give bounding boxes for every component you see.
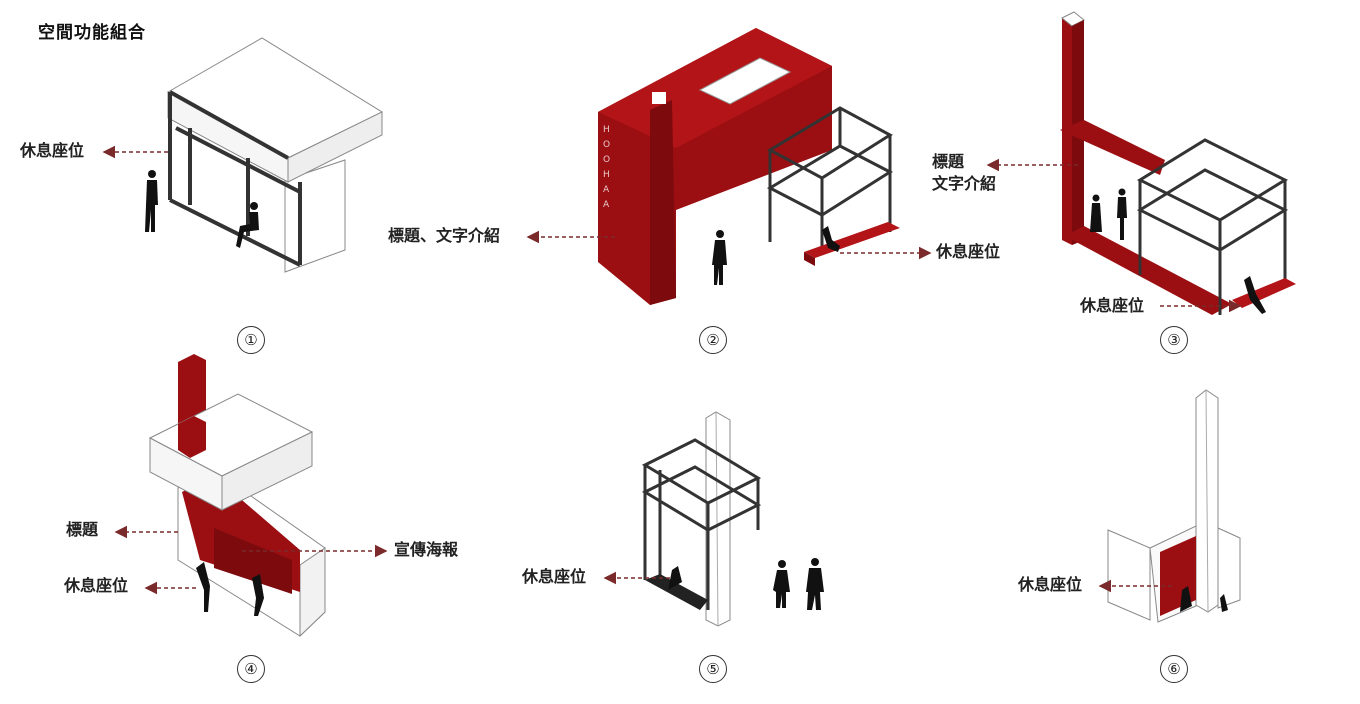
module-5	[641, 411, 824, 627]
module-3-floor	[1065, 226, 1232, 315]
module-1-frame	[168, 90, 302, 267]
module-2-skylight	[698, 57, 792, 105]
module-3-people	[1090, 188, 1266, 314]
diagram-number-5: ⑤	[699, 655, 727, 683]
module-6-left-wall	[1107, 529, 1151, 621]
diagram-number-4: ④	[237, 655, 265, 683]
module-5-people	[668, 558, 824, 610]
module-3-beam	[1060, 120, 1165, 175]
label-3-seat: 休息座位	[1080, 296, 1145, 315]
module-5-bench	[645, 574, 708, 610]
diagram-number-1: ①	[237, 326, 265, 354]
label-4-poster: 宣傳海報	[394, 540, 459, 559]
module-5-frame	[641, 438, 762, 610]
module-3-bench	[1232, 278, 1296, 308]
module-3-frame	[1136, 138, 1289, 315]
module-3	[1060, 11, 1296, 315]
module-4	[148, 354, 326, 638]
label-2-title: 標題、文字介紹	[388, 226, 501, 245]
label-4-title: 標題	[66, 520, 99, 539]
label-2-seat: 休息座位	[936, 242, 1001, 261]
label-6-seat: 休息座位	[1018, 575, 1083, 594]
label-3-title: 標題	[932, 152, 965, 171]
module-2-frame	[766, 106, 894, 255]
module-6	[1107, 389, 1241, 623]
module-2-cap	[652, 92, 666, 104]
module-2-bench	[804, 222, 900, 258]
label-3-text-intro: 文字介紹	[932, 174, 997, 193]
label-1-seat: 休息座位	[20, 141, 85, 160]
module-1	[145, 37, 384, 273]
page-title: 空間功能組合	[38, 23, 146, 43]
module-4-poster	[214, 528, 292, 594]
diagram-number-3: ③	[1160, 326, 1188, 354]
diagram-number-2: ②	[699, 326, 727, 354]
module-2-people	[712, 226, 840, 285]
module-6-people	[1180, 586, 1228, 612]
label-5-seat: 休息座位	[522, 567, 587, 586]
label-arrows	[102, 145, 1242, 595]
module-1-people	[145, 170, 259, 248]
module-4-people	[196, 562, 264, 616]
diagram-number-6: ⑥	[1160, 655, 1188, 683]
module-2-pillar	[650, 100, 676, 305]
label-4-seat: 休息座位	[64, 576, 129, 595]
module-1-side-face	[287, 111, 383, 183]
